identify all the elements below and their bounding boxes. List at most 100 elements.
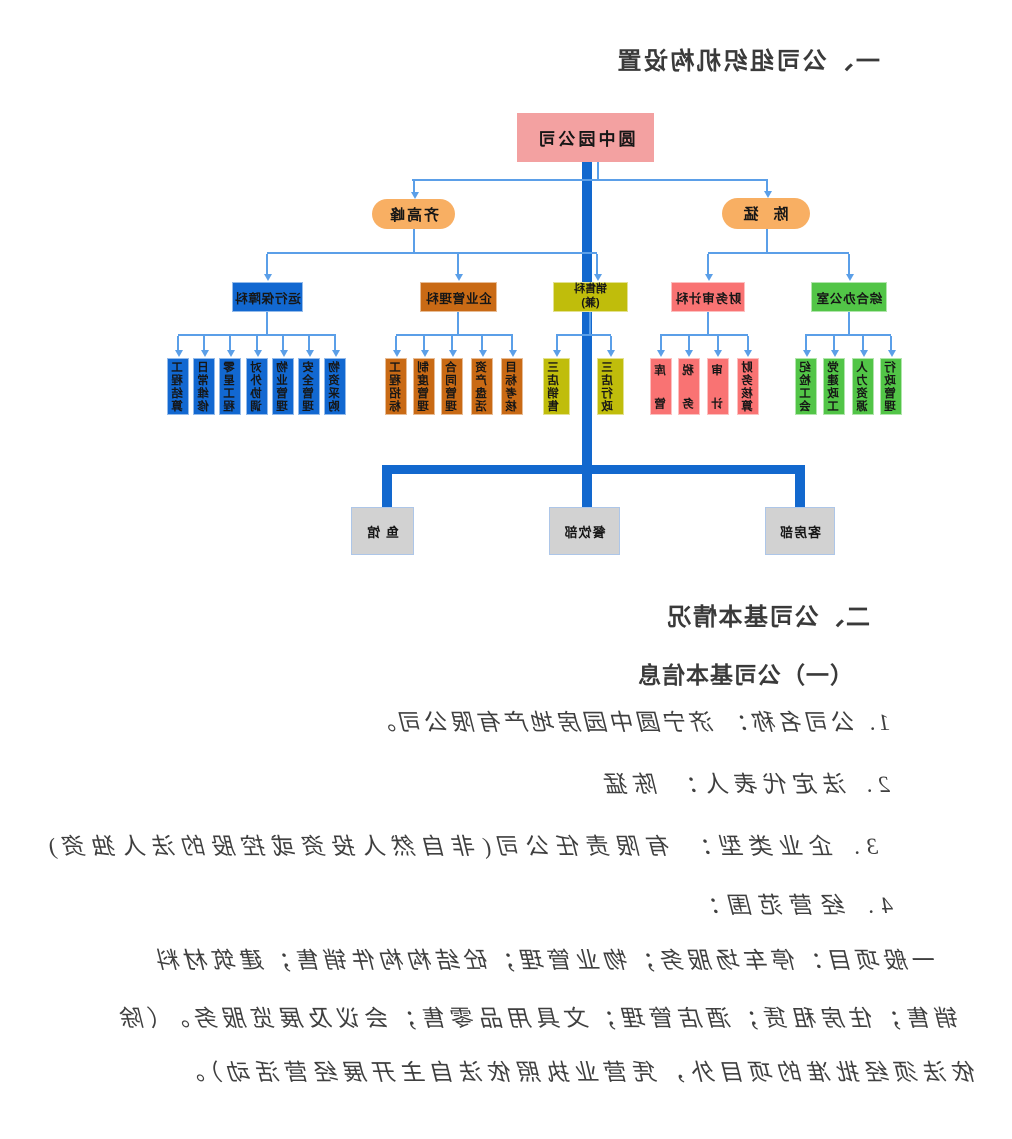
arrow-down bbox=[744, 350, 752, 357]
scope-paragraph-line: 依法须经批准的项目外，凭营业执照依法自主开展经营活动）。 bbox=[176, 1060, 978, 1085]
connector bbox=[707, 254, 709, 275]
connector bbox=[457, 312, 459, 336]
connector bbox=[890, 336, 892, 351]
trunk-horizontal-line bbox=[382, 465, 805, 474]
arrow-down bbox=[455, 274, 463, 281]
connector bbox=[707, 312, 709, 336]
connector bbox=[596, 254, 598, 275]
arrow-down bbox=[509, 350, 517, 357]
connector bbox=[848, 254, 850, 275]
org-unit-box: 审计 bbox=[707, 358, 729, 415]
connector bbox=[597, 162, 599, 180]
org-dept-box: 企业管理科 bbox=[420, 282, 497, 312]
arrow-down bbox=[764, 191, 772, 198]
section2-heading: 二、公司基本情况 bbox=[666, 604, 870, 631]
org-unit-box: 纪检工会 bbox=[795, 358, 817, 415]
org-unit-box: 税务 bbox=[678, 358, 700, 415]
org-unit-box: 工程结算 bbox=[167, 358, 189, 415]
org-unit-box: 物资采购 bbox=[324, 358, 346, 415]
org-unit-box: 资产盘活 bbox=[471, 358, 493, 415]
arrow-down bbox=[254, 350, 262, 357]
org-unit-box: 库管 bbox=[650, 358, 672, 415]
connector bbox=[266, 312, 268, 336]
dept-label-line1: 销售科 bbox=[574, 283, 607, 296]
trunk-drop-right bbox=[382, 474, 392, 507]
org-unit-box: 三店销售 bbox=[543, 358, 570, 415]
arrow-down bbox=[553, 350, 561, 357]
scope-paragraph-line: 销售；住房租赁；酒店管理；文具用品零售；会议及展览服务。（除 bbox=[116, 1006, 961, 1031]
org-dept-box: 运行保障科 bbox=[232, 282, 303, 312]
org-unit-box: 安全管理 bbox=[298, 358, 320, 415]
connector bbox=[177, 336, 179, 351]
arrow-down bbox=[393, 350, 401, 357]
org-unit-box: 工程招标 bbox=[385, 358, 407, 415]
arrow-down bbox=[264, 274, 272, 281]
org-unit-box: 党建政工 bbox=[823, 358, 845, 415]
org-dept-box: 财务审计科 bbox=[671, 282, 745, 312]
arrow-down bbox=[332, 350, 340, 357]
org-bottom-unit: 鱼 馆 bbox=[351, 507, 414, 555]
arrow-down bbox=[888, 350, 896, 357]
connector bbox=[511, 336, 513, 351]
org-unit-box: 三店行政 bbox=[597, 358, 624, 415]
connector bbox=[413, 229, 415, 254]
connector bbox=[423, 336, 425, 351]
connector bbox=[766, 229, 768, 254]
connector bbox=[395, 336, 397, 351]
connector bbox=[833, 336, 835, 351]
list-item: 4. 经营范围： bbox=[691, 893, 893, 918]
arrow-down bbox=[705, 274, 713, 281]
connector bbox=[266, 254, 268, 275]
list-item: 3. 企业类型： 有限责任公司(非自然人投资或控股的法人独资) bbox=[41, 834, 878, 859]
connector bbox=[747, 336, 749, 351]
connector bbox=[457, 254, 459, 275]
org-root-box: 圆中园公司 bbox=[517, 113, 654, 162]
scope-paragraph-line: 一般项目：停车场服务；物业管理；砼结构构件销售；建筑材料 bbox=[153, 948, 937, 973]
arrow-down bbox=[227, 350, 235, 357]
arrow-down bbox=[846, 274, 854, 281]
org-unit-box: 对外协调 bbox=[246, 358, 268, 415]
org-unit-box: 合同管理 bbox=[441, 358, 463, 415]
connector bbox=[556, 336, 558, 351]
connector bbox=[451, 336, 453, 351]
connector bbox=[805, 334, 891, 336]
arrow-down bbox=[175, 350, 183, 357]
org-leader-box: 陈 猛 bbox=[722, 198, 810, 229]
connector bbox=[229, 336, 231, 351]
arrow-down bbox=[411, 192, 419, 199]
arrow-down bbox=[201, 350, 209, 357]
org-unit-box: 日常维修 bbox=[193, 358, 215, 415]
subsection-heading: （一）公司基本信息 bbox=[637, 662, 853, 688]
connector bbox=[862, 336, 864, 351]
connector bbox=[848, 312, 850, 336]
connector bbox=[708, 252, 849, 254]
connector bbox=[267, 252, 597, 254]
arrow-down bbox=[421, 350, 429, 357]
org-dept-box: 销售科(兼) bbox=[553, 282, 628, 312]
org-dept-box: 综合办公室 bbox=[811, 282, 887, 312]
connector bbox=[805, 336, 807, 351]
arrow-down bbox=[657, 350, 665, 357]
connector bbox=[556, 334, 611, 336]
arrow-down bbox=[831, 350, 839, 357]
org-bottom-unit: 客房部 bbox=[765, 507, 835, 555]
arrow-down bbox=[685, 350, 693, 357]
connector bbox=[396, 334, 513, 336]
trunk-drop-left bbox=[795, 474, 805, 507]
org-unit-box: 制度管理 bbox=[413, 358, 435, 415]
connector bbox=[660, 336, 662, 351]
arrow-down bbox=[860, 350, 868, 357]
connector bbox=[256, 336, 258, 351]
connector bbox=[282, 336, 284, 351]
list-item: 1. 公司名称： 济宁圆中园房地产有限公司。 bbox=[370, 710, 890, 735]
org-unit-box: 零星工程 bbox=[219, 358, 241, 415]
connector bbox=[717, 336, 719, 351]
arrow-down bbox=[479, 350, 487, 357]
arrow-down bbox=[607, 350, 615, 357]
arrow-down bbox=[803, 350, 811, 357]
org-bottom-unit: 餐饮部 bbox=[549, 507, 620, 555]
org-unit-box: 行政管理 bbox=[880, 358, 902, 415]
connector bbox=[660, 334, 748, 336]
org-unit-box: 人力资源 bbox=[852, 358, 874, 415]
